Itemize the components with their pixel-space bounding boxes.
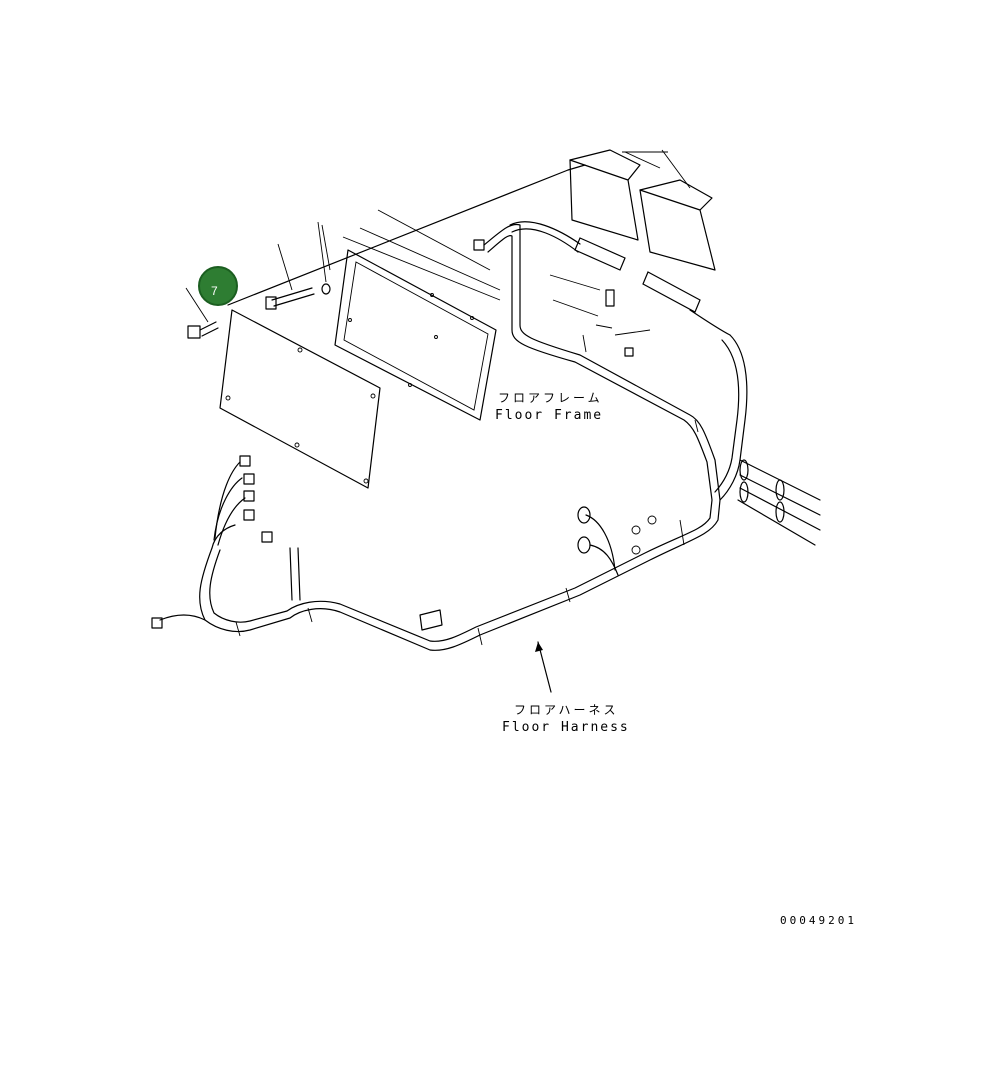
drawing-number: 00049201 (780, 914, 857, 927)
floor-frame-outline (227, 164, 586, 306)
frame-opening (334, 249, 497, 421)
floor-harness-label-jp: フロアハーネス (514, 703, 619, 717)
floor-harness (151, 223, 821, 651)
controller-boxes (569, 149, 716, 271)
short-bolt (185, 287, 219, 339)
controller-connectors (473, 221, 731, 357)
floor-harness-leader (535, 641, 552, 693)
floor-frame-label-en: Floor Frame (495, 408, 603, 423)
floor-frame-label-jp: フロアフレーム (498, 391, 603, 405)
callout-badge-7[interactable]: 7 (198, 266, 238, 306)
floor-harness-label-en: Floor Harness (502, 720, 630, 735)
long-bolt (265, 221, 331, 310)
callout-number: 7 (211, 284, 218, 298)
cover-plate (219, 309, 381, 489)
